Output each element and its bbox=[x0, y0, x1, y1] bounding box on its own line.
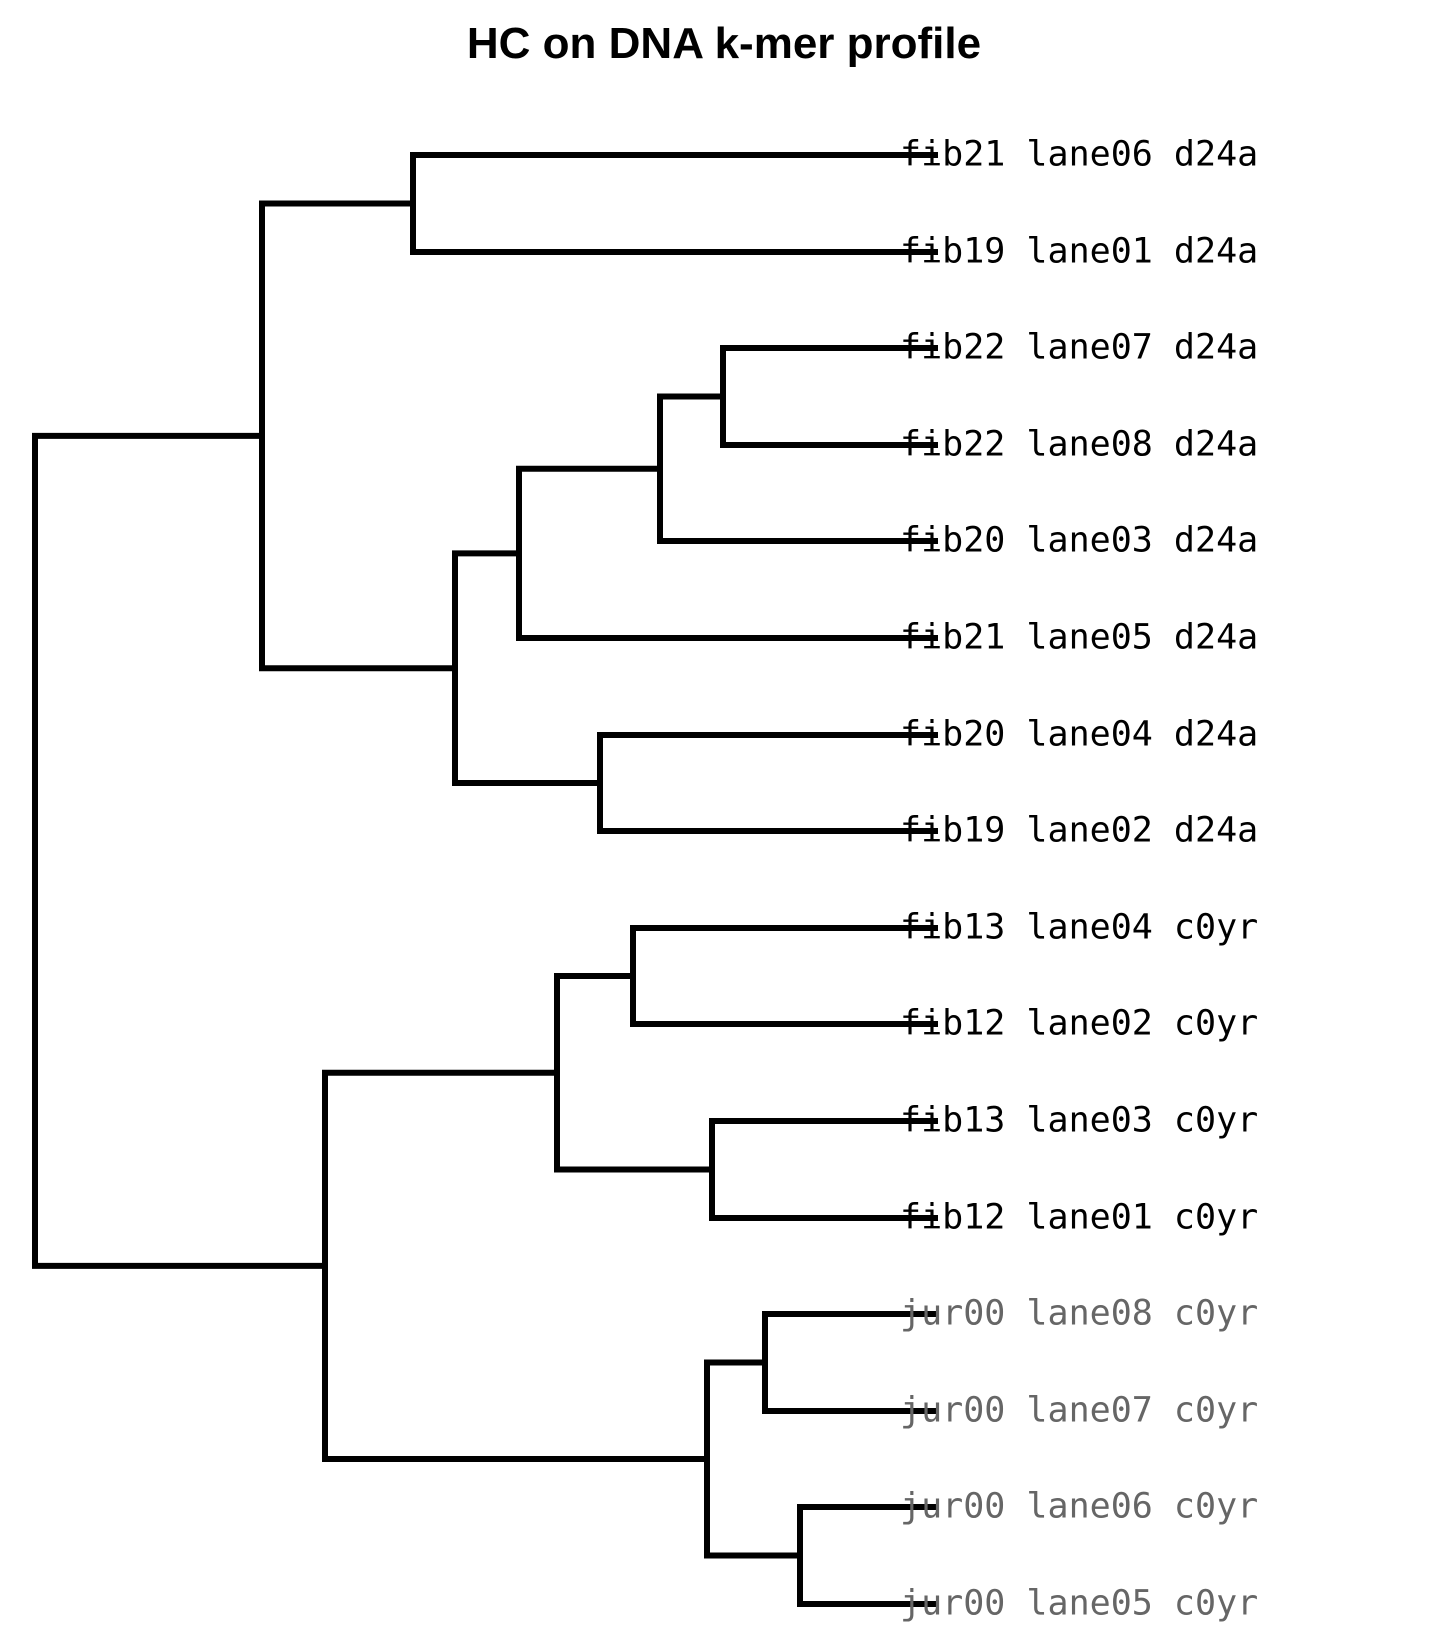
leaf-label: jur00 lane06 c0yr bbox=[900, 1486, 1259, 1527]
leaf-label: fib19 lane02 d24a bbox=[900, 810, 1259, 851]
leaf-label: fib12 lane01 c0yr bbox=[900, 1197, 1259, 1238]
leaf-label: fib22 lane07 d24a bbox=[900, 327, 1259, 368]
leaf-label: fib22 lane08 d24a bbox=[900, 424, 1259, 465]
leaf-label: fib12 lane02 c0yr bbox=[900, 1003, 1259, 1044]
page-title: HC on DNA k-mer profile bbox=[466, 19, 982, 68]
leaf-label: fib20 lane04 d24a bbox=[900, 714, 1259, 755]
leaf-label: fib20 lane03 d24a bbox=[900, 520, 1259, 561]
leaf-label: fib13 lane04 c0yr bbox=[900, 907, 1259, 948]
leaf-label: fib13 lane03 c0yr bbox=[900, 1100, 1259, 1141]
leaf-label: jur00 lane07 c0yr bbox=[900, 1390, 1259, 1431]
dendrogram-links bbox=[32, 152, 938, 1607]
leaf-label: jur00 lane05 c0yr bbox=[900, 1583, 1259, 1624]
leaf-label: fib19 lane01 d24a bbox=[900, 231, 1259, 272]
leaf-label: fib21 lane05 d24a bbox=[900, 617, 1259, 658]
leaf-label: jur00 lane08 c0yr bbox=[900, 1293, 1259, 1334]
leaf-label: fib21 lane06 d24a bbox=[900, 134, 1259, 175]
